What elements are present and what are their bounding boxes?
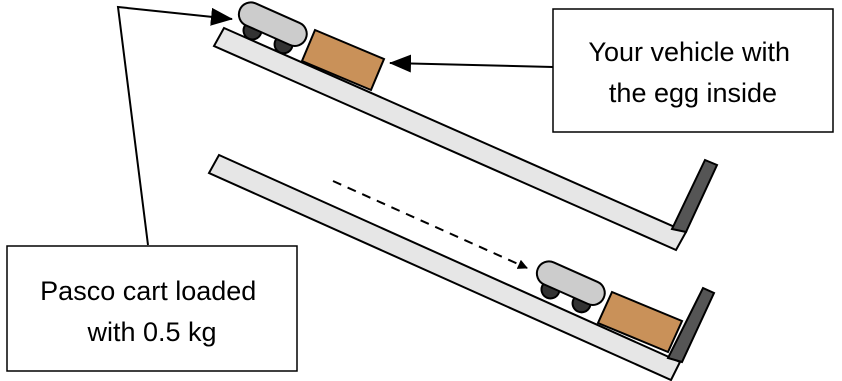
vehicle-callout-box [552, 8, 834, 133]
pasco-cart-upper [237, 1, 308, 55]
cart-label-line-1: Pasco cart loaded [40, 276, 256, 306]
cart-body [535, 260, 606, 306]
upper-ramp-board [212, 26, 688, 252]
lower-ramp [207, 153, 716, 381]
cart-callout: Pasco cart loaded with 0.5 kg [6, 5, 298, 372]
svg-text:Pasco cart loaded with 0: Pasco cart loaded with 0.5 kg [40, 276, 264, 347]
vehicle-label-line-1: Your vehicle with [588, 37, 790, 67]
cart-callout-box [6, 245, 298, 372]
lower-ramp-stopper [666, 286, 716, 364]
vehicle-box-lower [596, 290, 684, 354]
upper-ramp-stopper [670, 158, 719, 234]
cart-label-line-2: with 0.5 kg [86, 317, 216, 347]
vehicle-box-upper [300, 28, 386, 92]
vehicle-label-line-2: the egg inside [609, 78, 777, 108]
motion-arrow [332, 180, 528, 269]
svg-text:Your vehicle with the eg: Your vehicle with the egg inside [588, 37, 797, 108]
pasco-cart-lower [535, 260, 606, 314]
cart-callout-leader [116, 5, 233, 246]
vehicle-callout-arrow [389, 54, 554, 73]
upper-ramp [212, 26, 719, 252]
cart-body [237, 1, 308, 47]
lower-ramp-board [207, 153, 682, 381]
vehicle-callout: Your vehicle with the egg inside [389, 8, 834, 133]
